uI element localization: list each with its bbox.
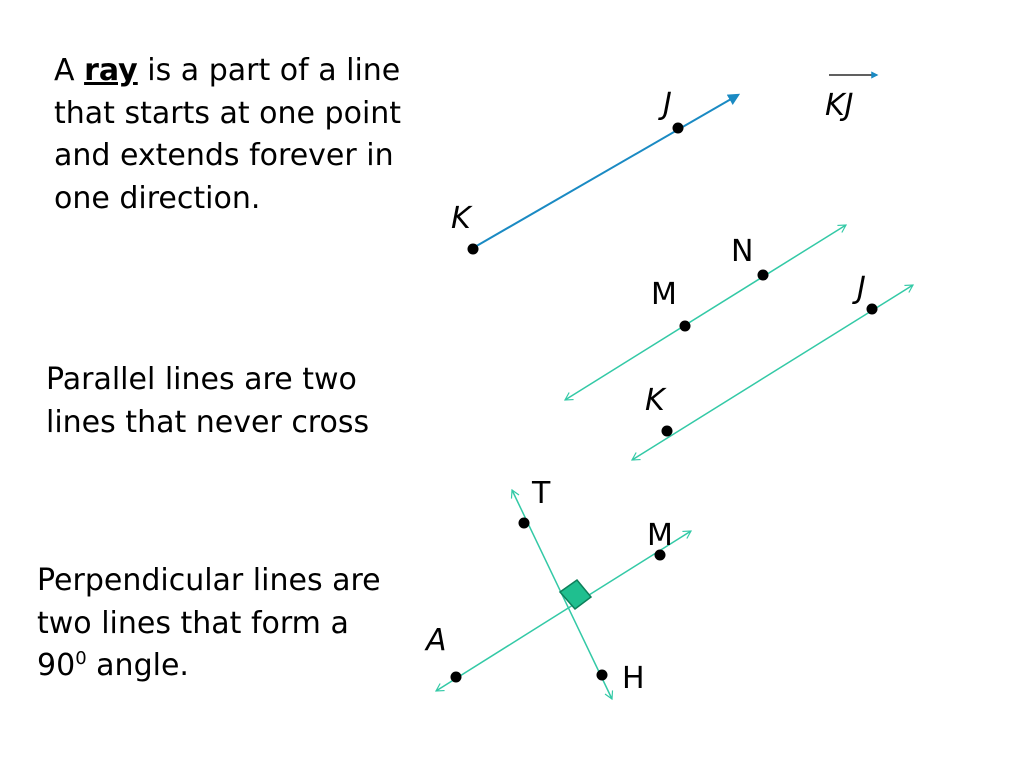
perpendicular-label-t: T <box>531 476 551 511</box>
point-j-dot <box>672 122 684 134</box>
degree-superscript: 0 <box>75 648 87 669</box>
point-h-dot <box>596 669 608 681</box>
ray-definition-prefix: A <box>54 53 85 88</box>
ray-label-k: K <box>451 201 473 236</box>
point-k2-dot <box>661 425 673 437</box>
parallel-label-n: N <box>731 234 753 269</box>
point-j2-dot <box>866 303 878 315</box>
ray-notation: KJ <box>825 88 854 123</box>
perpendicular-label-h: H <box>622 661 645 696</box>
ray-kj-line <box>472 93 741 249</box>
point-m-dot <box>679 320 691 332</box>
perpendicular-definition: Perpendicular lines are two lines that f… <box>37 560 397 688</box>
perpendicular-text-after: angle. <box>86 648 189 683</box>
perpendicular-line-am <box>434 530 693 692</box>
ray-label-j: J <box>658 87 672 122</box>
right-angle-marker <box>558 578 593 611</box>
parallel-line-mn <box>563 224 848 401</box>
point-m3-dot <box>654 549 666 561</box>
parallel-label-k: K <box>645 383 667 418</box>
perpendicular-label-m: M <box>647 518 673 553</box>
point-t-dot <box>518 517 530 529</box>
point-n-dot <box>757 269 769 281</box>
point-a-dot <box>450 671 462 683</box>
parallel-definition: Parallel lines are two lines that never … <box>46 362 370 440</box>
parallel-label-j: J <box>852 271 866 306</box>
ray-term: ray <box>84 53 138 88</box>
parallel-label-m: M <box>651 277 677 312</box>
perpendicular-figure: A M T H <box>424 476 693 701</box>
ray-definition: A ray is a part of a line that starts at… <box>54 50 414 220</box>
ray-definition-rest: is a part of a line that starts at one p… <box>54 53 402 216</box>
perpendicular-label-a: A <box>424 623 447 658</box>
parallel-line-kj <box>630 284 915 461</box>
perpendicular-text-before: Perpendicular lines are two lines that f… <box>37 563 381 683</box>
point-k-dot <box>467 243 479 255</box>
ray-figure: K J KJ <box>451 71 879 255</box>
parallel-figure: M N K J <box>563 224 915 461</box>
